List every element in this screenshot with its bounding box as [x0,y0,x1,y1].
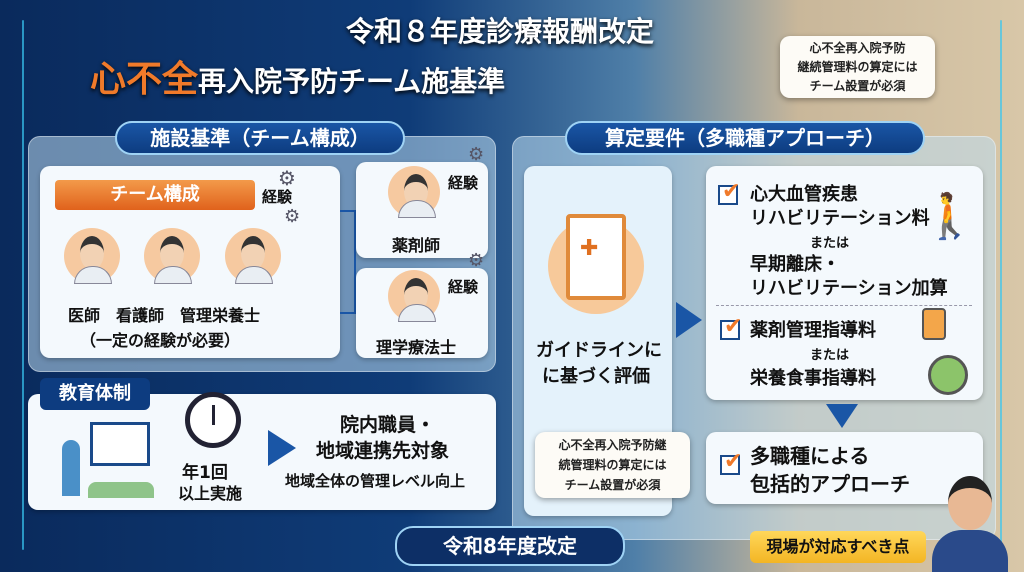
requirement-card-3 [706,432,983,504]
pharmacist-experience: 経験 [448,174,479,192]
education-frequency-2: 以上実施 [178,484,243,503]
guideline-text-2: に基づく評価 [542,366,650,387]
team-members: 医師 看護師 管理栄養士 [68,306,261,325]
revision-badge: 令和8年度改定 [395,526,625,566]
requirement-3-line: 多職種による [750,444,870,468]
top-speech-bubble: 心不全再入院予防 継続管理料の算定には チーム設置が必須 [780,36,935,98]
gear-icon: ⚙ [468,144,485,165]
requirements-speech-bubble: 心不全再入院予防継 続管理料の算定には チーム設置が必須 [535,432,690,498]
doctor-avatar [64,228,120,284]
education-target: 院内職員・ [340,414,436,436]
subtitle-rest: 再入院予防チーム施基準 [198,65,506,98]
bubble-line: 継続管理料の算定には [797,60,918,74]
requirement-2-line: 薬剤管理指導料 [750,320,876,341]
checkbox-icon [720,314,742,340]
bubble-line: 心不全再入院予防継 [558,438,667,452]
checkbox-icon [720,449,742,475]
dietitian-avatar [225,228,281,284]
arrow-right-icon [268,430,296,466]
facility-standards-header: 施設基準（チーム構成） [115,121,405,155]
education-frequency: 年1回 [182,463,228,483]
gear-icon: ⚙ [468,250,485,271]
pt-experience: 経験 [448,278,479,296]
requirement-2-or: または [810,348,850,363]
pharmacist-avatar [388,166,440,218]
presentation-icon [60,420,155,502]
bubble-line: チーム設置が必須 [564,478,661,492]
pharmacist-label: 薬剤師 [392,236,441,255]
gear-icon: ⚙ [278,166,296,190]
team-label: チーム構成 [55,180,255,210]
bubble-line: 心不全再入院予防 [809,41,906,55]
pt-avatar [388,270,440,322]
education-label: 教育体制 [40,378,150,410]
presenter-avatar [930,470,1010,572]
requirement-1-line: 心大血管疾患 [750,184,858,205]
bubble-line: 続管理料の算定には [558,458,667,472]
guideline-text: ガイドラインに [536,340,662,361]
action-points-label: 現場が対応すべき点 [750,531,926,563]
nurse-avatar [144,228,200,284]
stopwatch-icon [185,392,241,448]
requirement-1-line: 早期離床・ [750,254,840,275]
arrow-down-icon [826,404,858,428]
clipboard-icon: ✚ [548,214,644,314]
page-title: 令和８年度診療報酬改定 [345,15,654,48]
education-target-2: 地域連携先対象 [316,440,450,462]
pt-label: 理学療法士 [376,338,457,357]
page-subtitle: 心不全再入院予防チーム施基準 [90,50,505,102]
requirement-2-line: 栄養食事指導料 [750,368,876,389]
gear-icon: ⚙ [284,206,301,227]
medicine-bottle-icon [922,308,946,340]
arrow-right-icon [676,302,702,338]
requirement-1-line: リハビリテーション加算 [750,278,948,299]
meal-plate-icon [928,355,968,395]
requirements-header: 算定要件（多職種アプローチ） [565,121,925,155]
subtitle-highlight: 心不全 [90,59,199,100]
experience-label: 経験 [262,188,293,206]
divider [716,305,972,306]
checkbox-icon [718,179,740,205]
rehabilitation-icon: 🚶 [922,191,977,242]
requirement-1-or: または [810,236,850,251]
bubble-line: チーム設置が必須 [809,79,906,93]
requirement-3-line: 包括的アプローチ [750,472,910,496]
connector [340,210,356,314]
experience-note: （一定の経験が必要） [80,331,241,350]
education-goal: 地域全体の管理レベル向上 [285,472,466,490]
requirement-1-line: リハビリテーション料 [750,208,930,229]
frame-line-left [22,20,24,550]
